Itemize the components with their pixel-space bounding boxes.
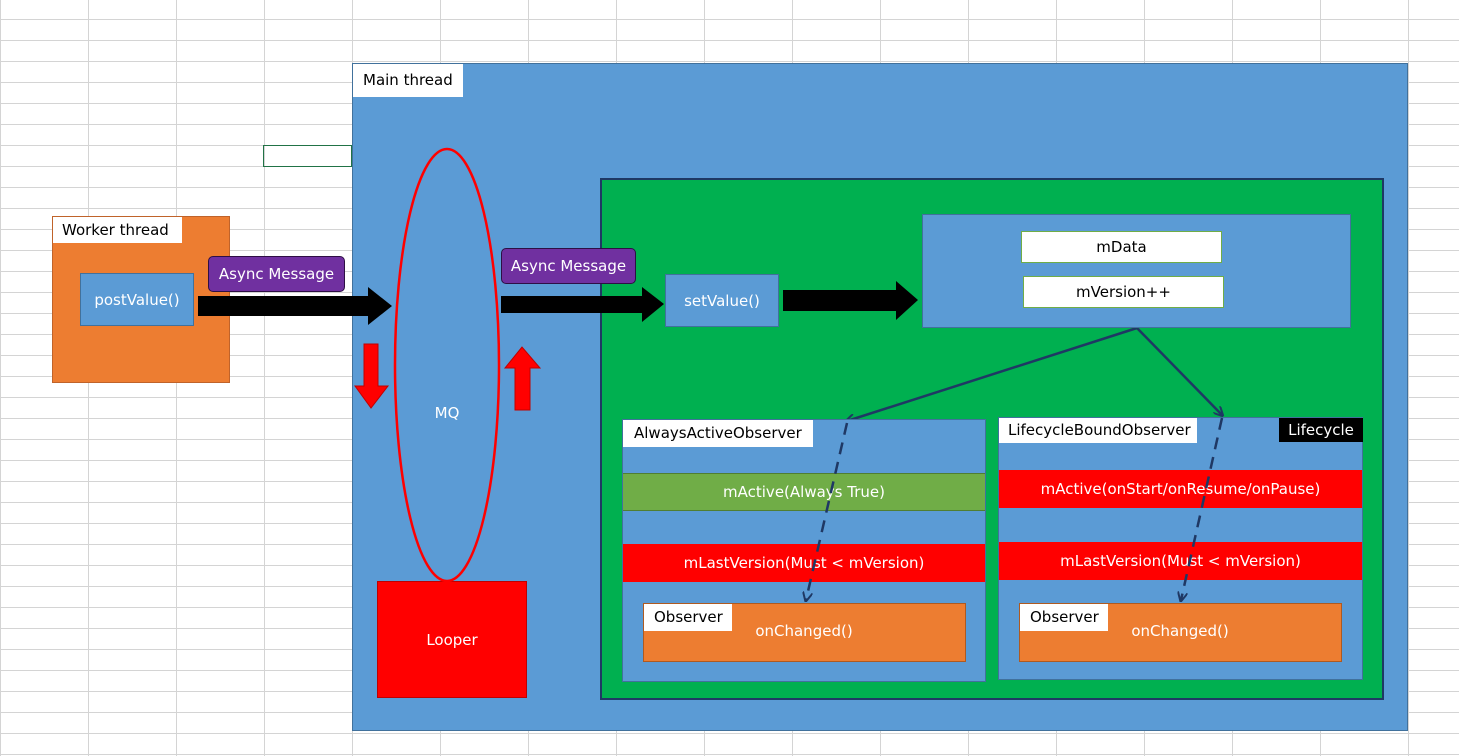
red-up-arrow [503,346,542,411]
always-mactive-bar: mActive(Always True) [623,473,985,511]
async-message-worker: Async Message [208,256,345,292]
post-value-box: postValue() [80,273,194,326]
lifecycle-mlastversion-bar: mLastVersion(Must < mVersion) [999,542,1362,580]
always-onchanged: onChanged() [755,622,853,640]
always-mlastversion-bar: mLastVersion(Must < mVersion) [623,544,985,582]
always-observer-label: Observer [644,604,732,631]
worker-thread-label: Worker thread [53,217,182,243]
async-message-main: Async Message [501,248,636,284]
mdata-field: mData [1021,231,1222,263]
red-down-arrow [354,343,390,409]
set-value-box: setValue() [665,274,779,327]
always-active-observer-title: AlwaysActiveObserver [623,420,813,447]
arrow-to-mq [198,287,392,325]
looper-box: Looper [377,581,527,698]
connector-to-lifecycle [1136,327,1222,415]
lifecycle-mactive-bar: mActive(onStart/onResume/onPause) [999,470,1362,508]
arrow-to-data [783,281,918,320]
mq-label: MQ [434,404,460,422]
selected-cell[interactable] [263,145,352,167]
main-thread-label: Main thread [353,64,463,97]
mversion-field: mVersion++ [1023,276,1224,308]
lifecycle-tag: Lifecycle [1279,418,1363,442]
dashed-to-lifecycle-onchanged [1181,417,1224,600]
lifecycle-bound-observer-title: LifecycleBoundObserver [999,418,1197,443]
dashed-to-always-onchanged [806,422,849,600]
arrow-to-setvalue [501,287,664,322]
mq-ring [393,147,501,583]
data-box [922,214,1351,328]
lifecycle-onchanged: onChanged() [1131,622,1229,640]
connector-to-always [847,326,1138,421]
lifecycle-observer-label: Observer [1020,604,1108,631]
